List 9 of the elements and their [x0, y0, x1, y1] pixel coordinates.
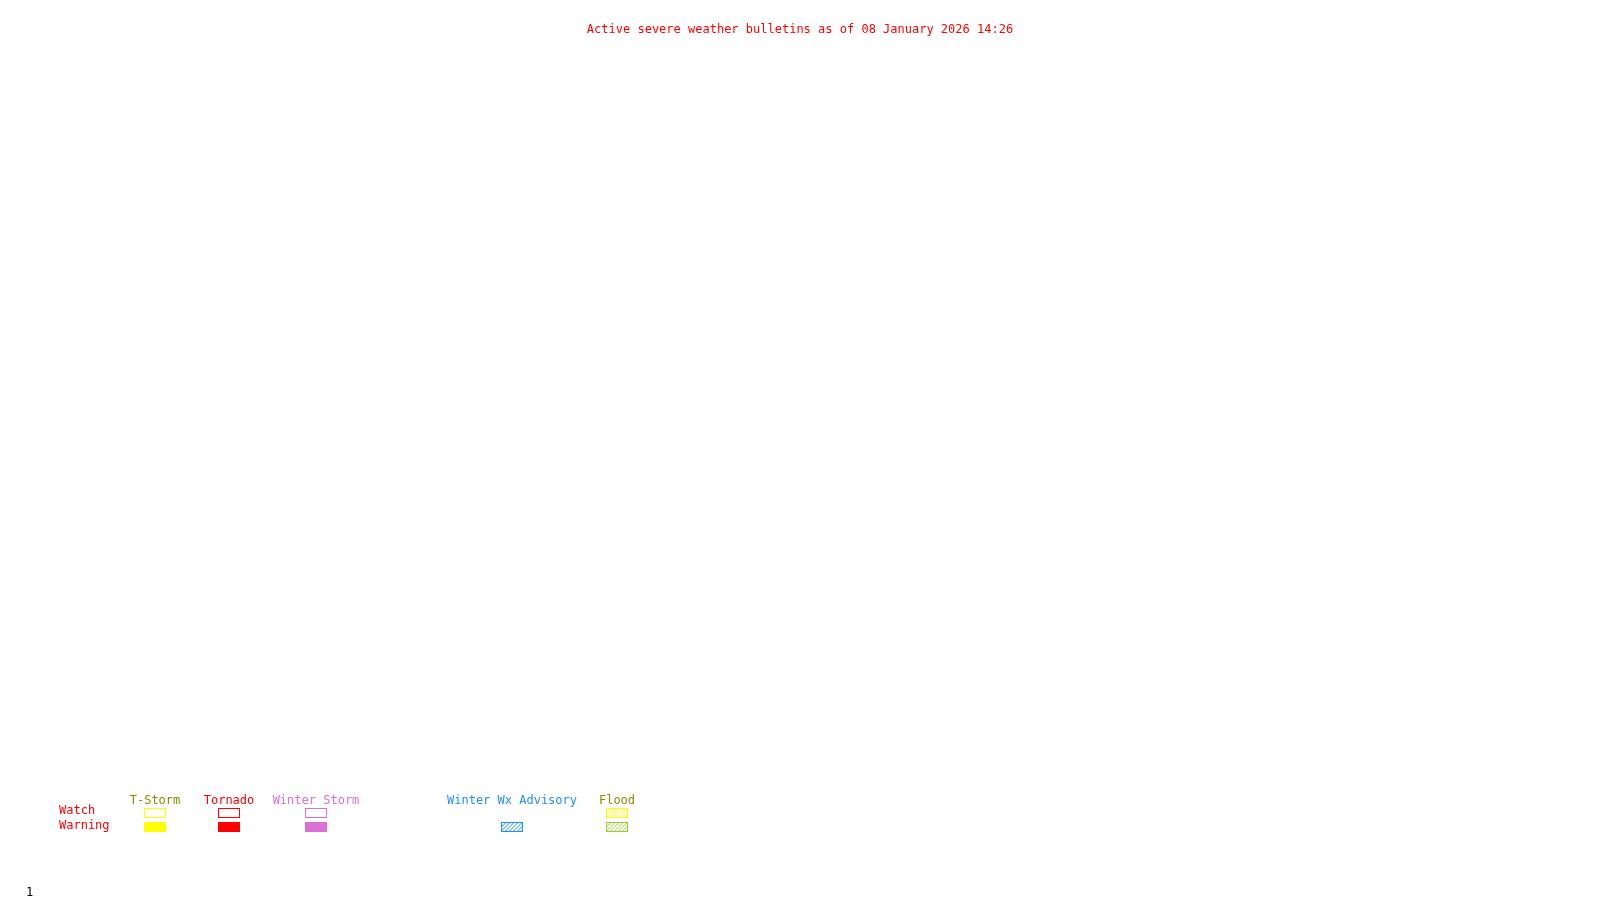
legend-heading: Winter Storm	[272, 793, 360, 807]
legend-heading: T-Storm	[129, 793, 181, 807]
legend-heading: Tornado	[203, 793, 255, 807]
row-label: Warning	[59, 818, 110, 832]
row-label: Watch	[59, 803, 96, 817]
legend-heading: Flood	[598, 793, 636, 807]
map-title: Active severe weather bulletins as of 08 January 2026 14:26	[586, 22, 1014, 36]
legend-heading: Winter Wx Advisory	[447, 793, 577, 807]
page-number: 1	[26, 885, 34, 899]
